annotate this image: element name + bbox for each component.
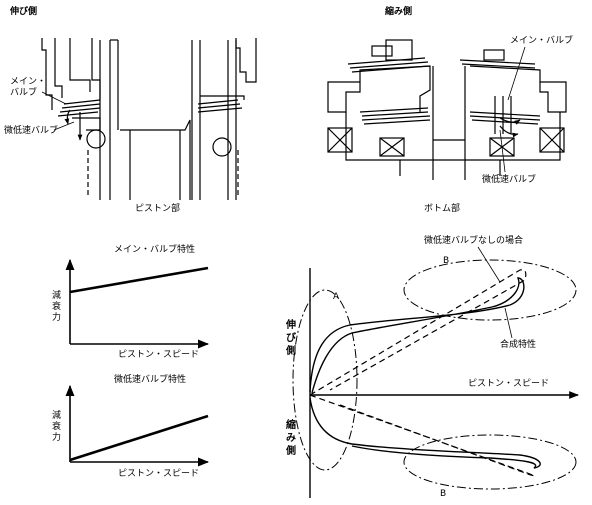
combined-characteristic-label: 合成特性	[500, 338, 536, 350]
region-b-top-ellipse	[403, 259, 577, 321]
combined-characteristic-leader	[504, 307, 513, 339]
bottom-main-valve-leader	[507, 46, 526, 101]
micro-chart-xlabel: ピストン・スピード	[118, 468, 199, 479]
region-b-bottom-label: B	[440, 489, 446, 499]
region-b-top-label: B	[443, 256, 449, 266]
piston-drawing	[41, 38, 257, 200]
piston-main-valve-label-2: バルブ	[10, 86, 37, 98]
compression-label-2: み	[286, 432, 296, 444]
main-chart-ylabel-3: 力	[52, 311, 61, 323]
bottom-flow-arrow-1	[499, 117, 521, 125]
bottom-drawing	[327, 39, 567, 180]
extension-label-3: 側	[285, 344, 296, 357]
extension-label-2: び	[286, 331, 296, 344]
piston-extension-title: 伸び側	[9, 5, 37, 17]
bottom-caption: ボトム部	[424, 202, 460, 214]
micro-chart-title: 微低速バルブ特性	[114, 373, 186, 385]
combined-chart: ピストン・スピード 伸 び 側 縮 み 側 微低速バルブなしの場合 合成特性 A…	[285, 234, 579, 499]
extension-label-1: 伸	[285, 318, 296, 331]
bottom-main-valve-label: メイン・バルブ	[510, 34, 573, 46]
micro-chart-ylabel-2: 衰	[52, 420, 61, 432]
piston-micro-valve-leader	[53, 121, 75, 131]
combined-curve-bottom	[309, 397, 541, 469]
region-a-label: A	[333, 292, 340, 302]
compression-label-3: 側	[285, 444, 296, 457]
micro-chart-ylabel-1: 減	[52, 409, 61, 421]
piston-flow-arrow-1	[64, 109, 71, 125]
micro-chart-ylabel-3: 力	[52, 431, 61, 443]
region-b-bottom-ellipse	[403, 434, 577, 490]
main-chart-ylabel-2: 衰	[52, 300, 61, 312]
combined-xlabel: ピストン・スピード	[468, 378, 549, 389]
micro-valve-chart: 微低速バルブ特性 減 衰 力 ピストン・スピード	[52, 373, 210, 479]
micro-chart-curve	[69, 414, 209, 462]
main-chart-xlabel: ピストン・スピード	[118, 349, 199, 360]
bottom-compression-title: 縮み側	[385, 5, 412, 17]
main-valve-chart: メイン・バルブ特性 減 衰 力 ピストン・スピード	[52, 243, 210, 360]
main-chart-title: メイン・バルブ特性	[114, 243, 195, 255]
bottom-flow-arrow-2	[499, 125, 519, 138]
no-micro-valve-curve-top	[309, 269, 527, 396]
compression-label-1: 縮	[286, 418, 296, 431]
no-micro-valve-curve-bottom	[309, 394, 536, 477]
bottom-micro-valve-label: 微低速バルブ	[482, 173, 536, 185]
no-micro-valve-label: 微低速バルブなしの場合	[424, 234, 523, 246]
no-micro-valve-leader	[477, 246, 501, 283]
main-chart-curve	[69, 266, 209, 294]
piston-section: 伸び側	[4, 5, 257, 214]
piston-caption: ピストン部	[135, 202, 180, 214]
bottom-micro-valve-leader	[499, 129, 506, 173]
piston-main-valve-leader	[41, 91, 67, 105]
main-chart-ylabel-1: 減	[52, 289, 61, 301]
combined-curve-top	[309, 277, 525, 394]
piston-micro-valve-label: 微低速バルブ	[4, 124, 58, 136]
region-a-ellipse	[292, 289, 358, 471]
bottom-section: 縮み側	[327, 5, 573, 214]
piston-main-valve-label-1: メイン・	[10, 77, 46, 87]
